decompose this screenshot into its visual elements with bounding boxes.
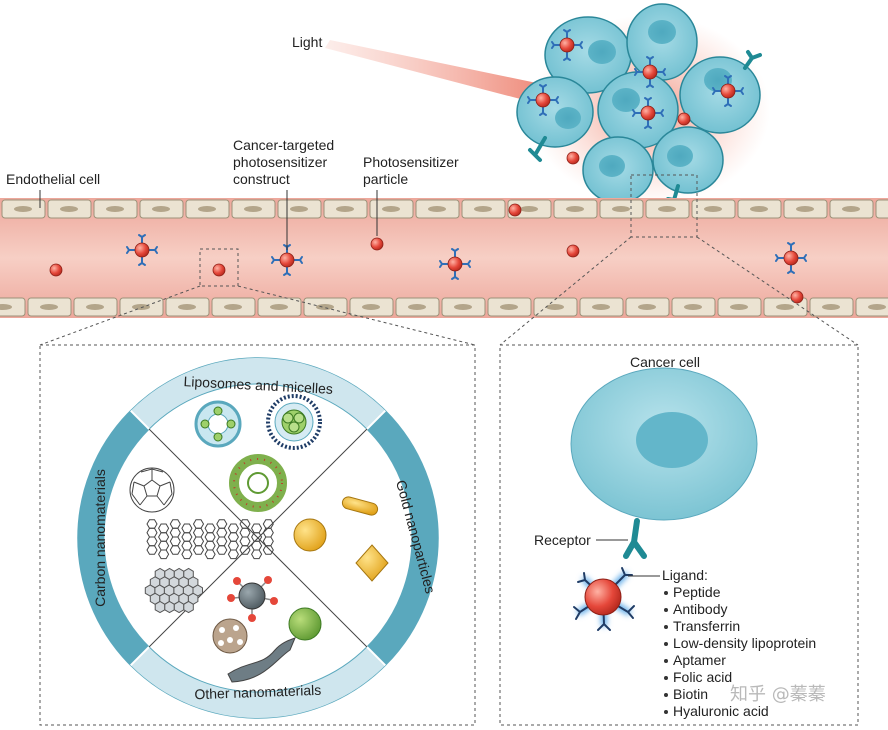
nanomaterial-wheel: [77, 357, 439, 719]
gold-rod-icon: [341, 496, 379, 516]
gold-prism-icon: [355, 544, 389, 582]
watermark: 知乎 @蓁蓁: [730, 684, 826, 705]
micelle-icon: [266, 394, 322, 450]
zoom-indicators: [39, 174, 859, 726]
gold-sphere-icon: [293, 518, 327, 552]
ligand-item: Transferrin: [673, 618, 740, 634]
ligand-item: Aptamer: [673, 652, 726, 668]
wheel-label-top: Liposomes and micelles: [183, 373, 333, 397]
ligand-bullet: [664, 608, 668, 612]
construct-label-line1: Cancer-targeted: [233, 137, 334, 153]
fullerene-icon: [129, 467, 175, 513]
light-label: Light: [292, 34, 322, 50]
endothelium-top: [1, 199, 888, 219]
receptor-label: Receptor: [534, 532, 591, 548]
ligand-item: Hyaluronic acid: [673, 703, 769, 719]
particle-label-line2: particle: [363, 171, 408, 187]
ligand-item: Biotin: [673, 686, 708, 702]
construct-label-line2: photosensitizer: [233, 154, 328, 170]
particle-label-line1: Photosensitizer: [363, 154, 459, 170]
receptor-icon: [623, 518, 647, 559]
ligand-bullet: [664, 710, 668, 714]
light-beam: [325, 40, 580, 112]
graphene-icon: [144, 567, 203, 614]
ligand-bullet: [664, 693, 668, 697]
ligand-item: Peptide: [673, 584, 721, 600]
cancer-cell-label: Cancer cell: [630, 354, 700, 370]
tumour-cells: [516, 3, 761, 204]
ligand-bullet: [664, 625, 668, 629]
wheel-label-bottom: Other nanomaterials: [194, 682, 321, 702]
targeted-construct-large: [573, 567, 635, 631]
sheet-icon: [227, 637, 296, 683]
ligand-bullet: [664, 591, 668, 595]
ligand-bullet: [664, 676, 668, 680]
wheel-label-left: Carbon nanomaterials: [92, 469, 108, 607]
porous-silica-icon: [212, 618, 248, 654]
ligand-item: Antibody: [673, 601, 727, 617]
construct-label-line3: construct: [233, 171, 290, 187]
dendrimer-icon: [229, 454, 287, 512]
ligand-item: Low-density lipoprotein: [673, 635, 816, 651]
green-sphere-icon: [288, 607, 322, 641]
endothelial-cell-label: Endothelial cell: [6, 171, 100, 187]
cancer-cell: [570, 367, 758, 521]
ligand-bullet: [664, 642, 668, 646]
endothelium-bottom: [0, 297, 888, 317]
ligand-bullet: [664, 659, 668, 663]
core-shell-particle-icon: [227, 576, 278, 622]
liposome-icon: [194, 400, 242, 448]
ligand-label: Ligand:: [662, 567, 708, 583]
nanotube-icon: [146, 519, 274, 560]
ligand-item: Folic acid: [673, 669, 732, 685]
